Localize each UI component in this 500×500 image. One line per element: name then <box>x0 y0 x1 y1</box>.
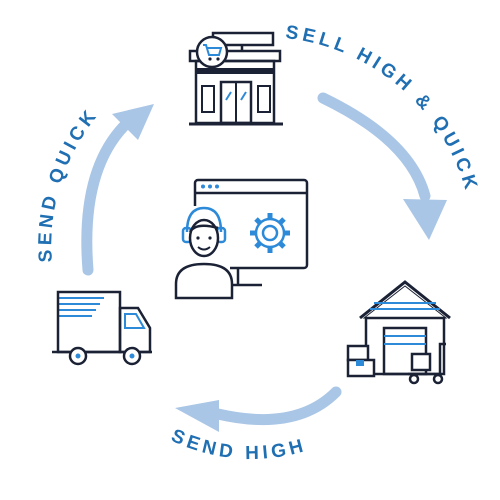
support-agent-settings-icon <box>170 178 309 300</box>
storefront-cart-icon <box>188 31 283 126</box>
cycle-arrow-left <box>81 104 154 276</box>
sell-high-quick-label: SELL HIGH & QUICK <box>284 22 482 195</box>
cycle-arrow-bottom <box>175 386 342 432</box>
cycle-arrow-top-right <box>317 92 447 240</box>
delivery-truck-icon <box>52 290 152 366</box>
warehouse-icon <box>346 280 451 385</box>
send-high-label: SEND HIGH <box>168 425 309 464</box>
